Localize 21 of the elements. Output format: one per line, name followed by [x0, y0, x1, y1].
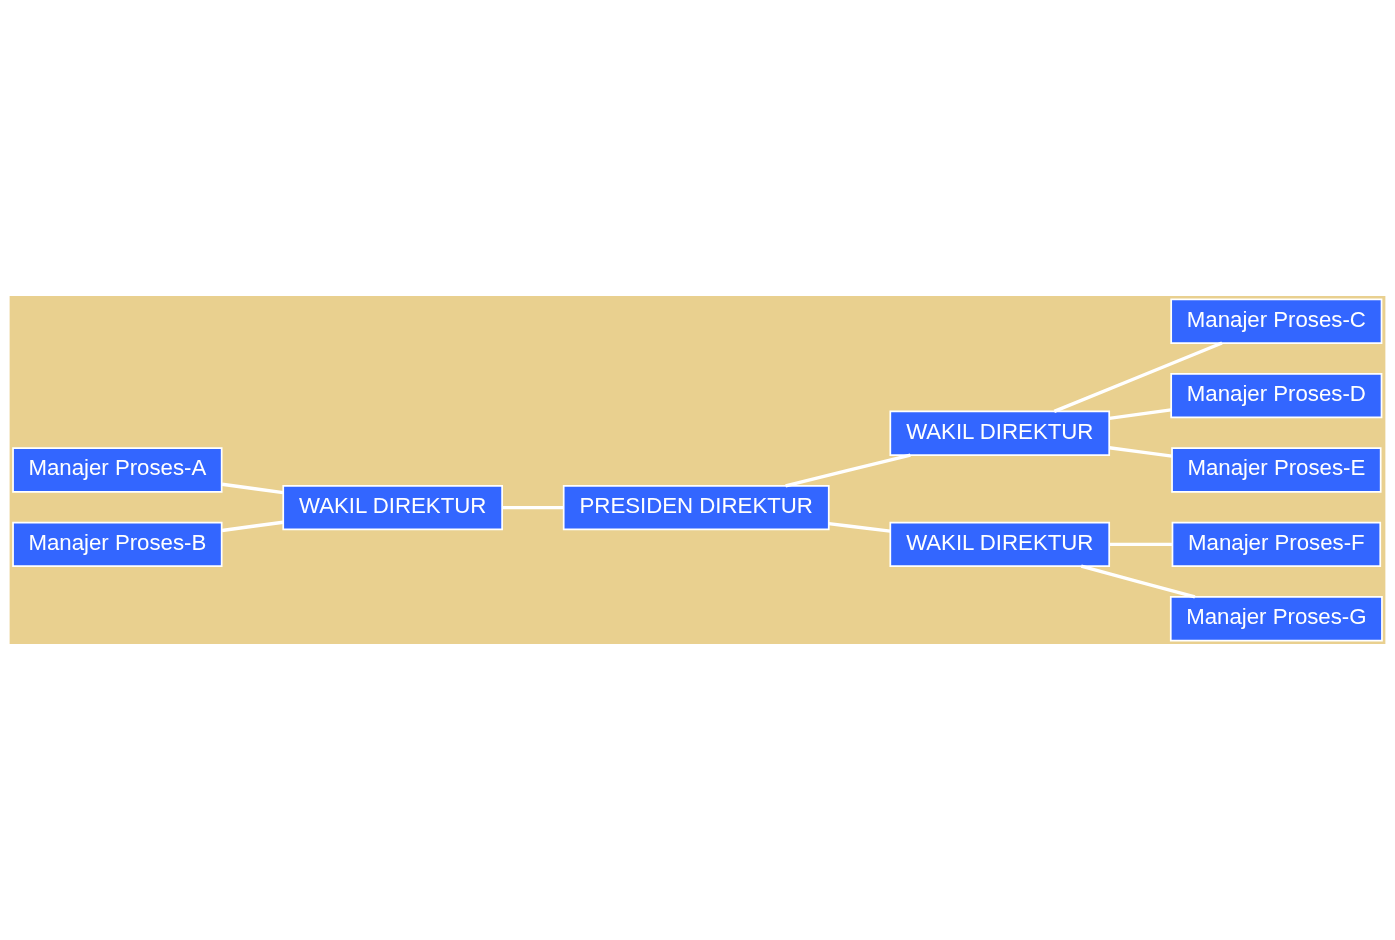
- node-box: Manajer Proses-G: [1169, 596, 1383, 642]
- node-box: Manajer Proses-B: [12, 521, 223, 568]
- node-box: Manajer Proses-F: [1171, 521, 1382, 568]
- connector: [785, 453, 911, 488]
- node-box: Manajer Proses-D: [1170, 372, 1383, 419]
- connector: [221, 482, 284, 495]
- connector: [221, 520, 284, 533]
- node-box: PRESIDEN DIREKTUR: [562, 484, 830, 531]
- node-box: Manajer Proses-E: [1171, 447, 1382, 493]
- node-box: WAKIL DIREKTUR: [889, 521, 1111, 568]
- connector: [1109, 446, 1173, 458]
- connector: [1080, 564, 1196, 599]
- connector: [1109, 408, 1172, 421]
- node-box: Manajer Proses-A: [12, 447, 223, 493]
- node-box: WAKIL DIREKTUR: [889, 410, 1111, 456]
- connector: [502, 505, 564, 510]
- node-box: Manajer Proses-C: [1170, 298, 1383, 344]
- connector: [1109, 542, 1173, 547]
- connector: [828, 521, 891, 533]
- node-box: WAKIL DIREKTUR: [282, 484, 503, 531]
- connector: [1053, 341, 1223, 413]
